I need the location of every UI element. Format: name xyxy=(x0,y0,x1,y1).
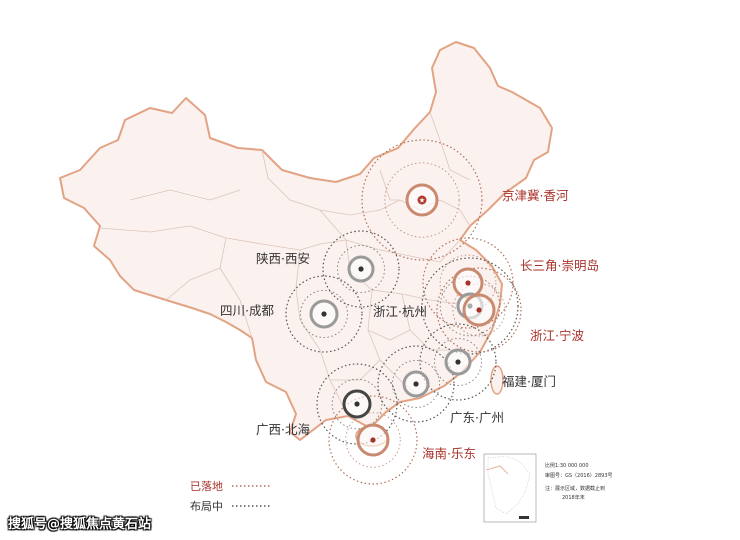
taiwan-island xyxy=(490,365,504,395)
coverage-inner-circle xyxy=(439,254,497,312)
coverage-inner-circle xyxy=(391,359,441,409)
city-dot xyxy=(370,437,376,443)
city-label: 长三角·崇明岛 xyxy=(520,258,599,273)
watermark: 搜狐号@搜狐焦点黄石站 xyxy=(8,517,152,532)
city-label: 广东·广州 xyxy=(450,410,504,425)
coverage-circle xyxy=(421,257,519,355)
capital-star-icon xyxy=(417,195,427,205)
china-outline xyxy=(59,41,553,441)
legend: 已落地 布局中 xyxy=(190,480,272,513)
star-glyph: ★ xyxy=(419,197,425,205)
coverage-inner-circle xyxy=(433,337,483,387)
inset-scale: 比例1:30 000 000 xyxy=(545,462,589,469)
inset-note: 注：展示区域，数据截止到 xyxy=(545,485,605,492)
city-dot xyxy=(358,266,364,272)
city-dot xyxy=(476,307,482,313)
city-markers: ★ xyxy=(309,183,496,457)
coverage-inner-circle xyxy=(299,289,349,339)
coverage-inner-circle xyxy=(345,412,401,468)
coverage-circle xyxy=(436,267,522,353)
coverage-circle xyxy=(361,139,483,261)
coverage-circle xyxy=(316,363,398,445)
city-label: 浙江·杭州 xyxy=(373,304,427,319)
south-china-sea-inset: 比例1:30 000 000 审图号：GS（2016）2893号 注：展示区域，… xyxy=(483,453,613,523)
inset-approval: 审图号：GS（2016）2893号 xyxy=(545,472,613,479)
legend-planned-label: 布局中 xyxy=(190,500,223,513)
city-label: 四川·成都 xyxy=(220,303,274,318)
coverage-circle xyxy=(377,345,455,423)
city-label: 浙江·宁波 xyxy=(530,328,584,343)
city-dot xyxy=(321,311,327,317)
city-dot xyxy=(413,381,419,387)
city-label: 福建·厦门 xyxy=(502,374,556,389)
city-dot xyxy=(455,359,461,365)
inset-year: 2018年末 xyxy=(562,494,585,501)
city-label: 海南·乐东 xyxy=(422,446,476,461)
coverage-circles xyxy=(285,139,522,485)
coverage-circle xyxy=(285,275,363,353)
coverage-inner-circle xyxy=(384,162,460,238)
city-label: 广西·北海 xyxy=(256,422,310,437)
city-dot xyxy=(354,401,360,407)
city-label: 京津冀·香河 xyxy=(502,188,569,203)
coverage-inner-circle xyxy=(331,378,383,430)
coverage-circle xyxy=(322,230,400,308)
coverage-inner-circle xyxy=(452,283,506,337)
coverage-circle xyxy=(419,323,497,401)
coverage-circle xyxy=(422,237,514,329)
legend-landed-label: 已落地 xyxy=(190,480,223,493)
coverage-circle xyxy=(328,395,418,485)
city-label: 陕西·西安 xyxy=(256,251,310,266)
city-dot xyxy=(465,280,471,286)
coverage-inner-circle xyxy=(336,244,386,294)
